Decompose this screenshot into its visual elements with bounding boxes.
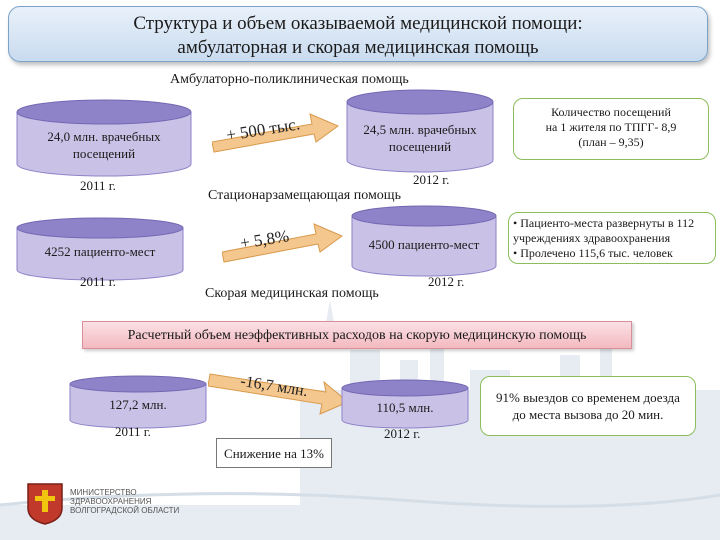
- logo-line-3: ВОЛГОГРАДСКОЙ ОБЛАСТИ: [70, 506, 180, 515]
- logo-line-1: МИНИСТЕРСТВО: [70, 488, 137, 497]
- inpatient-2011-year: 2011 г.: [80, 274, 116, 289]
- emergency-2012-cylinder: 110,5 млн.: [340, 378, 470, 430]
- ambulatory-note: Количество посещений на 1 жителя по ТПГГ…: [513, 98, 709, 160]
- ambulatory-2011-year: 2011 г.: [80, 178, 116, 193]
- emergency-note: 91% выездов со временем доезда до места …: [480, 376, 696, 436]
- title-banner: Структура и объем оказываемой медицинско…: [8, 6, 708, 62]
- logo-line-2: ЗДРАВООХРАНЕНИЯ: [70, 497, 152, 506]
- inpatient-heading: Стационарзамещающая помощь: [208, 188, 401, 203]
- emergency-heading: Скорая медицинская помощь: [205, 286, 379, 301]
- inpatient-2011-value: 4252 пациенто-мест: [44, 244, 156, 259]
- inpatient-growth-arrow: + 5,8%: [222, 222, 344, 264]
- inpatient-2012-cylinder: 4500 пациенто-мест: [350, 204, 498, 278]
- inpatient-note: • Пациенто-места развернуты в 112 учрежд…: [508, 212, 716, 264]
- emergency-2011-cylinder: 127,2 млн.: [68, 374, 208, 430]
- coat-of-arms-icon: [27, 483, 63, 525]
- emergency-2011-year: 2011 г.: [115, 424, 151, 439]
- ambulatory-2012-value: 24,5 млн. врачебных посещений: [363, 122, 477, 154]
- ambulatory-growth-arrow: + 500 тыс.: [212, 112, 340, 154]
- inpatient-2012-value: 4500 пациенто-мест: [368, 237, 480, 252]
- inpatient-2011-cylinder: 4252 пациенто-мест: [15, 216, 185, 282]
- title-line-2: амбулаторная и скорая медицинская помощь: [177, 37, 539, 58]
- emergency-reduction-box: Снижение на 13%: [216, 438, 332, 468]
- emergency-2012-value: 110,5 млн.: [376, 400, 434, 415]
- emergency-decline-arrow: -16,7 млн.: [208, 372, 350, 420]
- inpatient-2012-year: 2012 г.: [428, 274, 465, 289]
- title-line-1: Структура и объем оказываемой медицинско…: [133, 13, 583, 34]
- ambulatory-heading: Амбулаторно-поликлиническая помощь: [170, 72, 409, 87]
- ambulatory-2011-value: 24,0 млн. врачебных посещений: [47, 129, 161, 161]
- ambulatory-2012-year: 2012 г.: [413, 172, 450, 187]
- emergency-2011-value: 127,2 млн.: [109, 397, 167, 412]
- ambulatory-2012-cylinder: 24,5 млн. врачебных посещений: [345, 88, 495, 174]
- ministry-logo: МИНИСТЕРСТВО ЗДРАВООХРАНЕНИЯ ВОЛГОГРАДСК…: [24, 480, 194, 526]
- ambulatory-2011-cylinder: 24,0 млн. врачебных посещений: [15, 98, 193, 178]
- emergency-banner: Расчетный объем неэффективных расходов н…: [82, 321, 632, 349]
- emergency-2012-year: 2012 г.: [384, 426, 421, 441]
